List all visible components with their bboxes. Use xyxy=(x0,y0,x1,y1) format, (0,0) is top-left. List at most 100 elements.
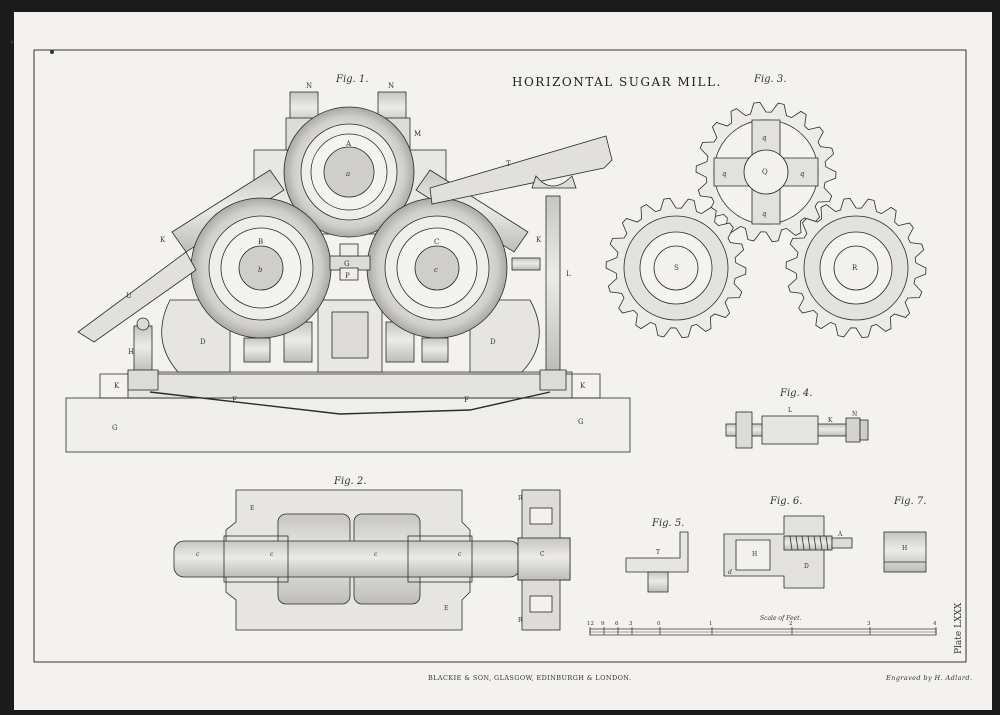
fig1-sugar-mill-elevation: Fig. 1. xyxy=(65,74,631,453)
trash-carrier xyxy=(429,135,613,205)
scale-tick-label: 12 xyxy=(587,621,594,627)
gear-top-hub xyxy=(743,149,789,195)
svg-text:q: q xyxy=(722,170,727,178)
svg-text:D: D xyxy=(490,338,496,346)
column-4 xyxy=(421,337,449,363)
fig3-letters: Q q q q q S R xyxy=(674,134,858,272)
svg-text:U: U xyxy=(126,292,132,300)
fig1-label: Fig. 1. xyxy=(335,74,368,85)
svg-text:B: B xyxy=(258,238,263,246)
gear-right-hub xyxy=(833,245,879,291)
svg-text:c: c xyxy=(458,551,462,558)
svg-text:D: D xyxy=(200,338,206,346)
svg-text:H: H xyxy=(902,545,907,552)
fig5-letters: T xyxy=(656,549,660,556)
svg-text:c: c xyxy=(434,266,438,274)
svg-text:K: K xyxy=(536,236,542,244)
svg-text:F: F xyxy=(464,396,469,404)
svg-text:c: c xyxy=(270,551,274,558)
svg-text:c: c xyxy=(374,551,378,558)
svg-text:G: G xyxy=(112,424,118,432)
svg-text:D: D xyxy=(804,563,809,570)
scale-tick-label: 9 xyxy=(601,621,605,627)
scale-tick-label: 6 xyxy=(615,621,619,627)
svg-text:q: q xyxy=(762,210,767,218)
fig6-label: Fig. 6. xyxy=(769,496,802,507)
pin-hole xyxy=(50,50,54,54)
scale-tick-label: 4 xyxy=(933,621,937,627)
bed-frame xyxy=(99,373,601,399)
svg-text:T: T xyxy=(656,549,660,556)
fig4-label: Fig. 4. xyxy=(779,388,812,399)
svg-text:K: K xyxy=(580,382,586,390)
svg-text:d: d xyxy=(728,569,732,576)
fig2-label: Fig. 2. xyxy=(333,476,366,487)
fig2-roll-plan: Fig. 2. xyxy=(173,476,571,631)
plate-number: Plate LXXX xyxy=(954,602,964,654)
scale-tick-label: 0 xyxy=(657,621,661,627)
scale-tick-label: 2 xyxy=(789,621,793,627)
pin-hole-2 xyxy=(10,40,14,44)
svg-text:a: a xyxy=(346,170,350,178)
fig7-label: Fig. 7. xyxy=(893,496,926,507)
fig1-letters: N N M A a T B b C c G P K K L U D D H K … xyxy=(112,82,586,432)
svg-text:R: R xyxy=(852,264,858,272)
fig4-bolt: Fig. 4. xyxy=(725,388,869,449)
svg-text:H: H xyxy=(752,551,757,558)
publisher-imprint: BLACKIE & SON, GLASGOW, EDINBURGH & LOND… xyxy=(428,674,631,682)
fig5-label: Fig. 5. xyxy=(651,518,684,529)
svg-text:C: C xyxy=(540,551,545,558)
svg-text:T: T xyxy=(506,160,511,168)
fig3-label: Fig. 3. xyxy=(753,74,786,85)
svg-text:Q: Q xyxy=(762,168,768,176)
svg-text:P: P xyxy=(345,272,350,280)
fig7-brass: Fig. 7. xyxy=(883,496,926,573)
gear-left-hub xyxy=(653,245,699,291)
svg-text:C: C xyxy=(434,238,439,246)
scale-tick-label: 3 xyxy=(867,621,871,627)
svg-text:N: N xyxy=(306,82,312,90)
fig5-bearing: Fig. 5. xyxy=(625,518,689,593)
scale-tick-label: 3 xyxy=(629,621,633,627)
svg-text:E: E xyxy=(444,605,448,612)
scale-tick-label: 1 xyxy=(709,621,713,627)
engraver-credit: Engraved by H. Adlard. xyxy=(885,674,972,682)
svg-text:N: N xyxy=(852,411,857,418)
bed-plate xyxy=(127,371,573,399)
svg-text:K: K xyxy=(114,382,120,390)
svg-text:q: q xyxy=(800,170,805,178)
foundation-block xyxy=(65,397,631,453)
main-shaft xyxy=(173,540,521,578)
right-frame xyxy=(469,299,540,373)
fig6-letters: H D A d xyxy=(728,531,843,576)
svg-text:H: H xyxy=(128,348,134,356)
svg-text:K: K xyxy=(828,417,833,424)
carrier-column xyxy=(545,195,561,373)
svg-text:A: A xyxy=(837,531,843,538)
fig4-letters: L K N xyxy=(788,407,857,424)
svg-text:N: N xyxy=(388,82,394,90)
fig7-letters: H xyxy=(902,545,907,552)
svg-text:b: b xyxy=(258,266,263,274)
fig3-gear-train: Fig. 3. xyxy=(605,74,927,339)
scale-label: Scale of Feet. xyxy=(760,615,802,622)
left-pedestal xyxy=(133,325,153,373)
svg-text:G: G xyxy=(344,260,350,268)
svg-text:F: F xyxy=(232,396,237,404)
svg-text:K: K xyxy=(160,236,166,244)
fig6-adjusting-screw: Fig. 6. xyxy=(723,496,853,589)
feed-board xyxy=(77,251,197,343)
plate-border xyxy=(33,49,967,663)
plate-title: HORIZONTAL SUGAR MILL. xyxy=(512,75,722,89)
column-1 xyxy=(243,337,271,363)
svg-text:L: L xyxy=(566,270,571,278)
svg-text:R: R xyxy=(518,617,523,624)
fig2-letters: E E c c c c C R R xyxy=(196,495,545,624)
svg-text:S: S xyxy=(674,264,679,272)
juice-trough xyxy=(149,391,551,415)
svg-text:G: G xyxy=(578,418,584,426)
svg-text:M: M xyxy=(414,130,421,138)
svg-text:q: q xyxy=(762,134,767,142)
